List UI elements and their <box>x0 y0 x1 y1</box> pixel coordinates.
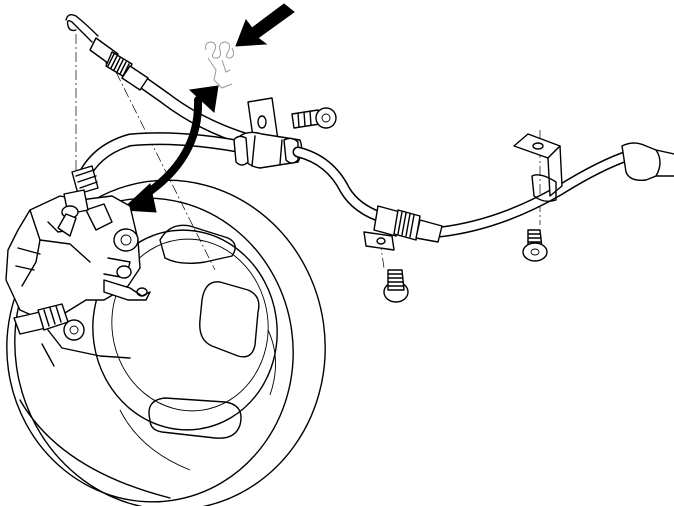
bracket-bolt-right <box>522 229 548 262</box>
pipe-bracket-right <box>513 133 563 203</box>
bracket-bolt-upper <box>291 107 337 129</box>
hose-bracket <box>233 97 303 169</box>
brake-hose <box>65 13 255 187</box>
hose-retaining-spring <box>205 41 235 89</box>
brake-pipe <box>292 142 674 251</box>
bleed-nipple <box>57 165 99 237</box>
curved-double-arrow-icon <box>120 85 219 213</box>
bracket-bolt-lower <box>383 269 409 303</box>
pointer-arrow-icon <box>235 3 295 47</box>
